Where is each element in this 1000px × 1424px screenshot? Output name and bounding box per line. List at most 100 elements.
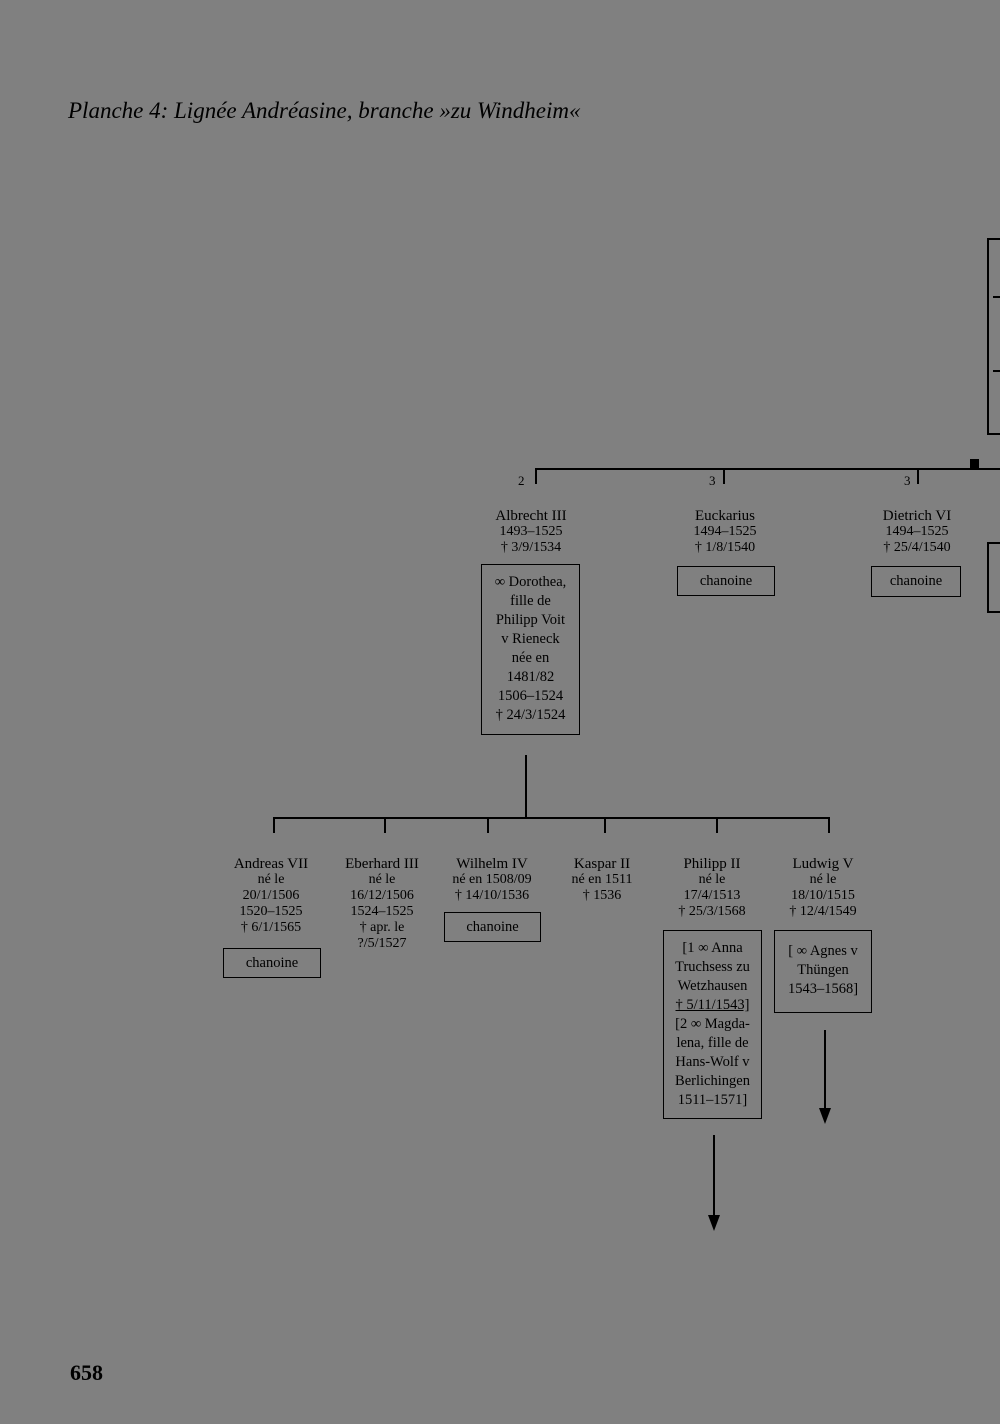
gen2-tick bbox=[716, 817, 718, 833]
generation-number: 2 bbox=[518, 473, 525, 488]
person-name: Eberhard III bbox=[345, 856, 419, 872]
gen1-tick-euckarius bbox=[723, 468, 725, 484]
person-philipp-ii: Philipp II né le 17/4/1513 † 25/3/1568 bbox=[678, 856, 745, 920]
gen2-tick bbox=[384, 817, 386, 833]
branch-marker bbox=[970, 459, 979, 470]
person-ludwig-v: Ludwig V né le 18/10/1515 † 12/4/1549 bbox=[789, 856, 856, 920]
arrowhead-philipp bbox=[708, 1215, 720, 1231]
person-andreas-vii: Andreas VII né le 20/1/1506 1520–1525 † … bbox=[234, 856, 308, 936]
gen1-bar bbox=[535, 468, 1000, 470]
spouse-line: Hans-Wolf v bbox=[675, 1054, 750, 1070]
spouse-line: fille de bbox=[510, 593, 551, 609]
person-info: né en 1511 bbox=[571, 872, 633, 887]
person-info: 1520–1525 bbox=[239, 904, 303, 919]
person-info: né en 1508/09 bbox=[452, 872, 532, 887]
spouse-line: Truchsess zu bbox=[675, 959, 750, 975]
person-dates: 1494–1525 bbox=[885, 524, 949, 539]
person-info: † 14/10/1536 bbox=[454, 888, 530, 903]
spouse-line: 1511–1571] bbox=[677, 1092, 748, 1108]
spouse-line: 1481/82 bbox=[506, 669, 555, 685]
person-info: né le bbox=[368, 872, 396, 887]
offpage-box-edge bbox=[987, 611, 1000, 613]
person-name: Ludwig V bbox=[792, 856, 854, 872]
person-name: Kaspar II bbox=[573, 856, 631, 872]
spouse-line: v Rieneck bbox=[501, 631, 560, 647]
role-box-euckarius: chanoine bbox=[677, 566, 775, 596]
person-death: † 25/4/1540 bbox=[883, 540, 951, 555]
person-info: ?/5/1527 bbox=[357, 936, 407, 951]
spouse-line: [2 ∞ Magda- bbox=[675, 1016, 750, 1032]
person-name: Albrecht III bbox=[495, 508, 567, 524]
generation-number: 3 bbox=[904, 473, 911, 488]
gen2-tick bbox=[273, 817, 275, 833]
spouse-box-philipp: [1 ∞ Anna Truchsess zu Wetzhausen † 5/11… bbox=[663, 930, 762, 1119]
person-name: Euckarius bbox=[695, 508, 755, 524]
person-info: 16/12/1506 bbox=[350, 888, 414, 903]
person-name: Philipp II bbox=[683, 856, 741, 872]
person-info: 17/4/1513 bbox=[683, 888, 741, 903]
person-dietrich-vi: Dietrich VI 1494–1525 † 25/4/1540 bbox=[883, 508, 951, 556]
person-name: Wilhelm IV bbox=[456, 856, 528, 872]
person-info: † 12/4/1549 bbox=[789, 904, 857, 919]
gen2-tick bbox=[487, 817, 489, 833]
gen1-tick-albrecht bbox=[535, 468, 537, 484]
offpage-box-edge bbox=[987, 542, 989, 612]
offpage-box-edge bbox=[987, 542, 1000, 544]
person-info: 18/10/1515 bbox=[791, 888, 855, 903]
spouse-line: lena, fille de bbox=[676, 1035, 749, 1051]
role-box-dietrich: chanoine bbox=[871, 566, 961, 597]
spouse-line: née en bbox=[511, 650, 550, 666]
spouse-line: Thüngen bbox=[797, 962, 849, 978]
role-box-wilhelm: chanoine bbox=[444, 912, 541, 942]
offpage-box-edge bbox=[993, 370, 1000, 372]
spouse-line: Wetzhausen bbox=[677, 978, 748, 994]
person-eberhard-iii: Eberhard III né le 16/12/1506 1524–1525 … bbox=[345, 856, 419, 952]
gen2-bar bbox=[273, 817, 830, 819]
person-info: † 6/1/1565 bbox=[240, 920, 302, 935]
spouse-box-albrecht: ∞ Dorothea, fille de Philipp Voit v Rien… bbox=[481, 564, 580, 735]
person-info: né le bbox=[257, 872, 285, 887]
spouse-line: † 5/11/1543] bbox=[675, 997, 750, 1013]
offpage-box-edge bbox=[993, 296, 1000, 298]
spouse-line: [1 ∞ Anna bbox=[682, 940, 743, 956]
person-death: † 1/8/1540 bbox=[694, 540, 756, 555]
page-number: 658 bbox=[70, 1360, 103, 1385]
spouse-line: 1543–1568] bbox=[787, 981, 859, 997]
person-kaspar-ii: Kaspar II né en 1511 † 1536 bbox=[572, 856, 633, 904]
offpage-box-edge bbox=[987, 433, 1000, 435]
person-euckarius: Euckarius 1494–1525 † 1/8/1540 bbox=[694, 508, 757, 556]
spouse-line: Philipp Voit bbox=[495, 612, 566, 628]
arrowhead-ludwig bbox=[819, 1108, 831, 1124]
spouse-line: ∞ Dorothea, bbox=[494, 574, 567, 590]
person-name: Dietrich VI bbox=[882, 508, 952, 524]
descent-arrow-philipp bbox=[713, 1135, 715, 1217]
spouse-line: Berlichingen bbox=[675, 1073, 750, 1089]
spouse-line: 1506–1524 bbox=[497, 688, 564, 704]
person-death: † 3/9/1534 bbox=[500, 540, 562, 555]
person-wilhelm-iv: Wilhelm IV né en 1508/09 † 14/10/1536 bbox=[452, 856, 531, 904]
descent-arrow-ludwig bbox=[824, 1030, 826, 1110]
person-name: Andreas VII bbox=[233, 856, 309, 872]
person-info: 1524–1525 bbox=[350, 904, 414, 919]
spouse-box-ludwig: [ ∞ Agnes v Thüngen 1543–1568] bbox=[774, 930, 872, 1013]
spouse-line: [ ∞ Agnes v bbox=[788, 943, 858, 959]
page-title: Planche 4: Lignée Andréasine, branche »z… bbox=[68, 98, 581, 123]
offpage-box-edge bbox=[987, 238, 1000, 240]
person-info: né le bbox=[809, 872, 837, 887]
person-info: † 25/3/1568 bbox=[678, 904, 746, 919]
gen1-tick-dietrich bbox=[917, 468, 919, 484]
role-box-andreas: chanoine bbox=[223, 948, 321, 978]
person-info: † apr. le bbox=[359, 920, 405, 935]
person-dates: 1494–1525 bbox=[693, 524, 757, 539]
offpage-box-edge bbox=[987, 238, 989, 434]
person-info: 20/1/1506 bbox=[242, 888, 300, 903]
person-dates: 1493–1525 bbox=[499, 524, 563, 539]
gen2-tick bbox=[604, 817, 606, 833]
person-albrecht-iii: Albrecht III 1493–1525 † 3/9/1534 bbox=[495, 508, 566, 556]
person-info: † 1536 bbox=[582, 888, 622, 903]
generation-number: 3 bbox=[709, 473, 716, 488]
gen2-tick bbox=[828, 817, 830, 833]
spouse-line: † 24/3/1524 bbox=[495, 707, 566, 723]
descent-line-albrecht bbox=[525, 755, 527, 818]
